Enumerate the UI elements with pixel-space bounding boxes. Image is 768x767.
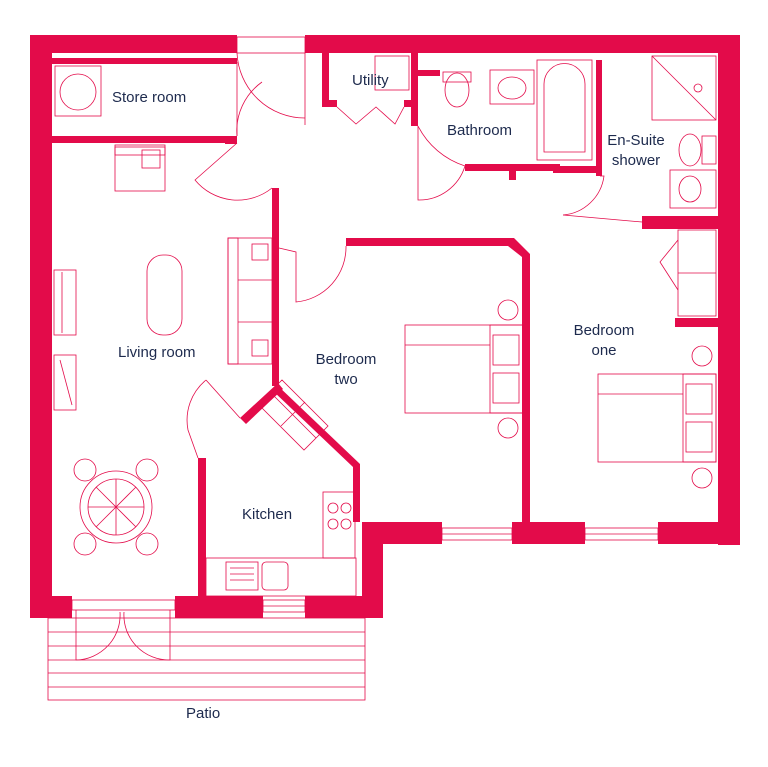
label-bedroom-two: Bedroom two: [304, 350, 388, 390]
label-ensuite-line1: En-Suite: [607, 132, 665, 149]
label-patio: Patio: [186, 705, 221, 722]
label-bedroom-two-line2: two: [334, 371, 358, 388]
windows: [262, 527, 659, 613]
exterior-walls: [30, 35, 740, 618]
label-bedroom-two-line1: Bedroom: [315, 351, 377, 368]
label-bathroom: Bathroom: [447, 122, 513, 139]
fixtures: [53, 55, 717, 597]
label-living-room: Living room: [118, 344, 196, 361]
label-bedroom-one: Bedroom one: [562, 321, 646, 361]
label-kitchen: Kitchen: [242, 506, 293, 523]
label-ensuite-line2: shower: [611, 152, 661, 169]
label-bedroom-one-line1: Bedroom: [573, 322, 635, 339]
label-store-room: Store room: [112, 89, 187, 106]
patio-decking: [47, 617, 366, 701]
interior-walls: [52, 53, 718, 598]
label-ensuite-shower: En-Suite shower: [599, 131, 673, 171]
label-utility: Utility: [352, 72, 389, 89]
label-bedroom-one-line2: one: [591, 342, 617, 359]
